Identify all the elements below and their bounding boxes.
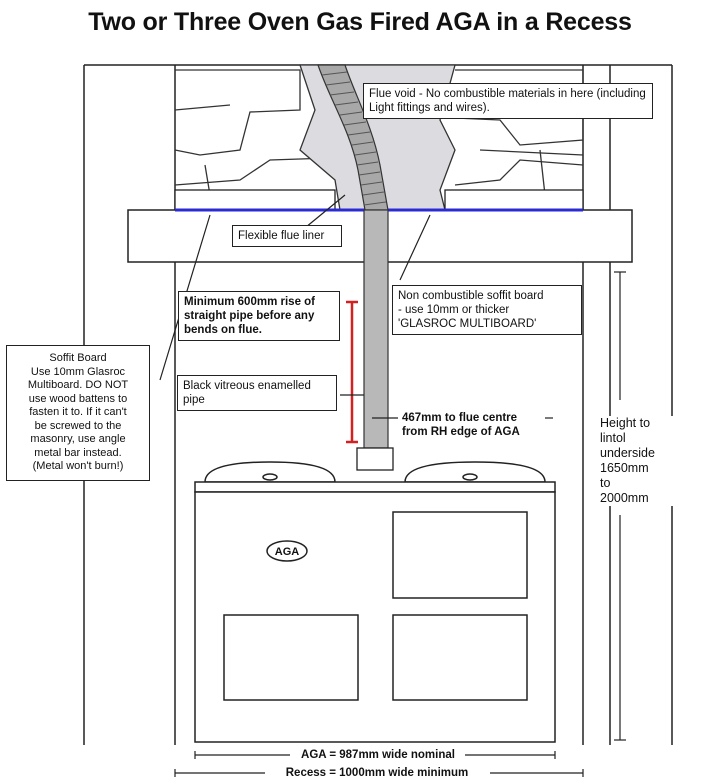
flue-centre-label: 467mm to flue centre from RH edge of AGA xyxy=(402,412,520,438)
flue-void-label: Flue void - No combustible materials in … xyxy=(363,83,653,119)
aga-badge: AGA xyxy=(275,546,300,558)
rise-marker xyxy=(346,300,358,444)
oven-door-bottom-left xyxy=(223,614,359,701)
aga-badge-shape xyxy=(266,540,308,562)
non-combustible-soffit-label: Non combustible soffit board - use 10mm … xyxy=(392,285,582,335)
soffit-board-note: Soffit Board Use 10mm Glasroc Multiboard… xyxy=(6,345,150,481)
aga-width-label: AGA = 987mm wide nominal xyxy=(301,749,455,761)
page-title: Two or Three Oven Gas Fired AGA in a Rec… xyxy=(88,8,632,36)
oven-door-top-right xyxy=(392,511,528,599)
oven-door-bottom-right xyxy=(392,614,528,701)
hotplate-lid-right xyxy=(404,461,546,483)
flue-collar xyxy=(356,447,394,471)
aga-cooker xyxy=(194,461,556,743)
stone-masonry xyxy=(174,69,584,196)
flexible-flue-liner-label: Flexible flue liner xyxy=(232,225,342,247)
flue-pipe xyxy=(363,209,389,449)
soffit-blocks xyxy=(174,189,584,211)
height-dimension xyxy=(614,271,626,741)
aga-top-plate xyxy=(194,481,556,493)
minimum-rise-label: Minimum 600mm rise of straight pipe befo… xyxy=(178,291,340,341)
recess-walls xyxy=(83,64,673,745)
height-to-lintol-label: Height to lintol underside 1650mm to 200… xyxy=(600,416,690,506)
hotplate-lid-left xyxy=(204,461,336,483)
recess-width-label: Recess = 1000mm wide minimum xyxy=(285,767,469,779)
black-vitreous-label: Black vitreous enamelled pipe xyxy=(177,375,337,411)
width-dimensions xyxy=(174,751,584,777)
